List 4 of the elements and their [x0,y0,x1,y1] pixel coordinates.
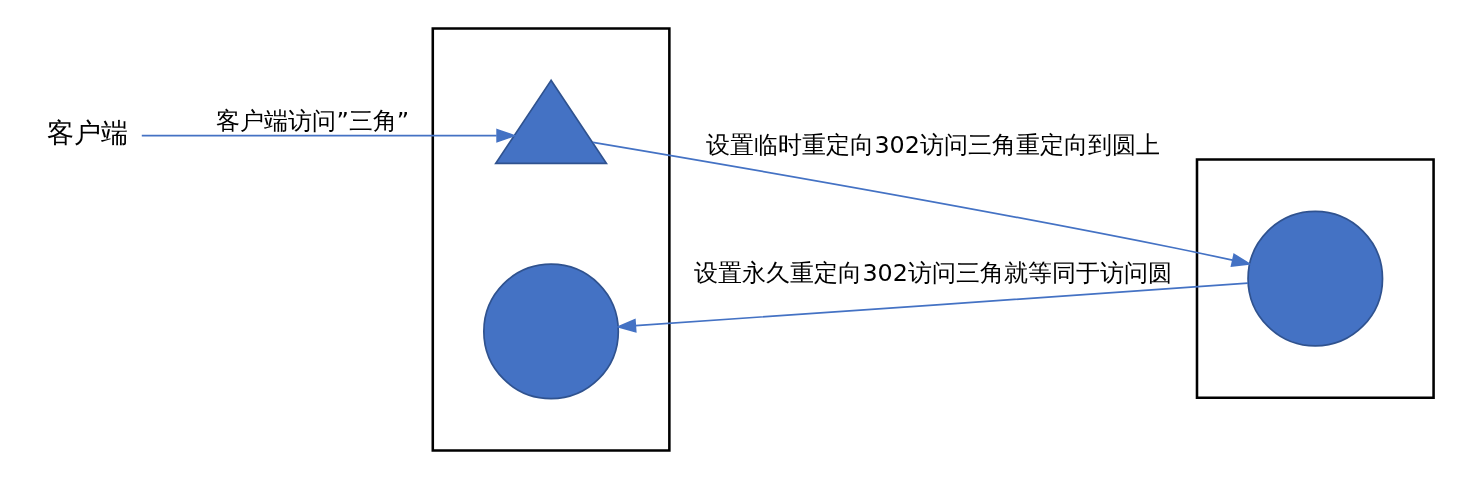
node-text: 客户端 [46,117,128,149]
edge-label: 设置永久重定向302访问三角就等同于访问圆 [693,258,1172,287]
edge-label: 设置临时重定向302访问三角重定向到圆上 [705,131,1160,160]
edge-label: 客户端访问”三角” [215,107,409,136]
